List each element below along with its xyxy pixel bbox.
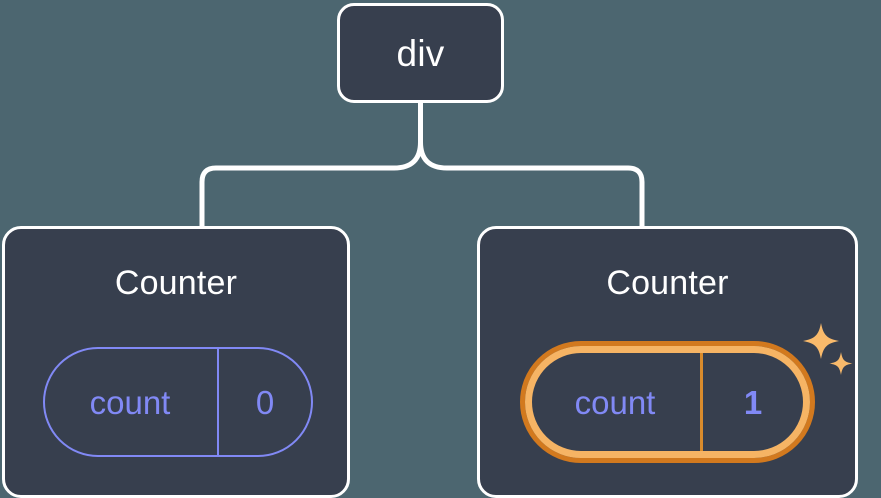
sparkle-large-icon — [803, 323, 839, 359]
state-value-left: 0 — [217, 349, 311, 455]
node-counter-left-title: Counter — [114, 264, 238, 302]
state-key-right: count — [574, 383, 656, 421]
edge-root-to-left — [199, 100, 423, 229]
node-counter-right-title: Counter — [606, 264, 729, 302]
state-pill-right-highlighted[interactable]: count 1 — [520, 341, 815, 463]
state-pill-left[interactable]: count 0 — [43, 347, 313, 457]
node-root-label: div — [396, 32, 445, 74]
node-counter-right[interactable]: Counter count 1 — [477, 226, 858, 498]
node-root-div[interactable]: div — [337, 3, 504, 103]
node-counter-left[interactable]: Counter count 0 — [2, 226, 350, 498]
state-key-left: count — [89, 383, 171, 421]
state-pill-right-inner-ring: count 1 — [525, 346, 810, 458]
edge-root-to-right — [418, 100, 645, 229]
state-value-right: 1 — [700, 353, 803, 451]
sparkle-small-icon — [829, 352, 853, 375]
